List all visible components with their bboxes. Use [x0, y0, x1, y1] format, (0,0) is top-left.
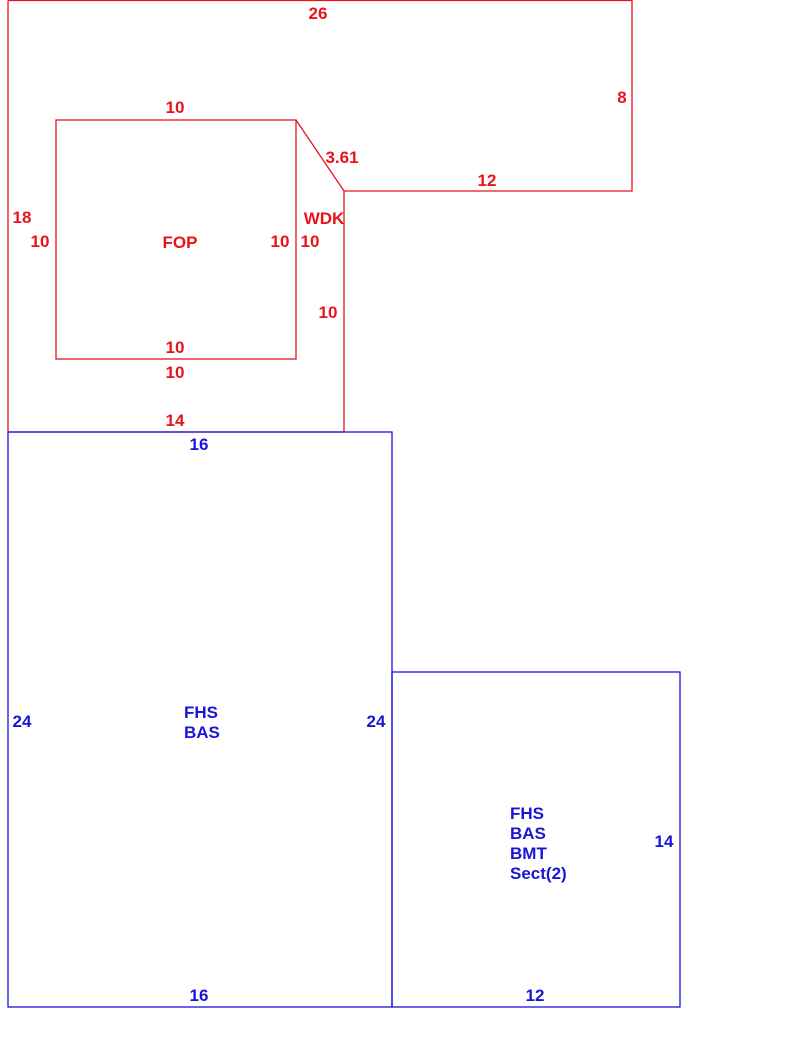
dim-label-fop-right: 10 — [271, 232, 290, 251]
dim-label-section1-bottom: 16 — [190, 986, 209, 1005]
fop-outline — [55, 119, 297, 360]
dim-label-wdk-inner-right: 10 — [319, 303, 338, 322]
dim-label-wdk-bottom: 14 — [166, 411, 185, 430]
dim-label-section2-right: 14 — [655, 832, 674, 851]
dim-label-fop-bottom-outer: 10 — [166, 363, 185, 382]
wdk-diagonal-edge — [295, 119, 345, 192]
dim-label-wdk-right: 8 — [617, 88, 626, 107]
area-code-wdk: WDK — [304, 209, 345, 228]
dim-label-fop-top: 10 — [166, 98, 185, 117]
area-code-section2: BMT — [510, 844, 547, 863]
dim-label-section1-left: 24 — [13, 712, 32, 731]
dim-label-fop-left: 10 — [31, 232, 50, 251]
area-code-fop: FOP — [163, 233, 198, 252]
section2-outline — [391, 671, 681, 1008]
dim-label-fop-bottom-inner: 10 — [166, 338, 185, 357]
dim-label-section1-top: 16 — [190, 435, 209, 454]
area-code-section1: FHS — [184, 703, 218, 722]
dim-label-wdk-diagonal: 3.61 — [325, 148, 358, 167]
area-code-section2: FHS — [510, 804, 544, 823]
dim-label-wdk-step: 12 — [478, 171, 497, 190]
dim-label-section1-right: 24 — [367, 712, 386, 731]
area-code-section1: BAS — [184, 723, 220, 742]
section2-label: Sect(2) — [510, 864, 567, 883]
dim-label-wdk-inner-left: 10 — [301, 232, 320, 251]
dim-label-wdk-top: 26 — [309, 4, 328, 23]
dim-label-wdk-left: 18 — [13, 208, 32, 227]
area-code-section2: BAS — [510, 824, 546, 843]
dim-label-section2-bottom: 12 — [526, 986, 545, 1005]
